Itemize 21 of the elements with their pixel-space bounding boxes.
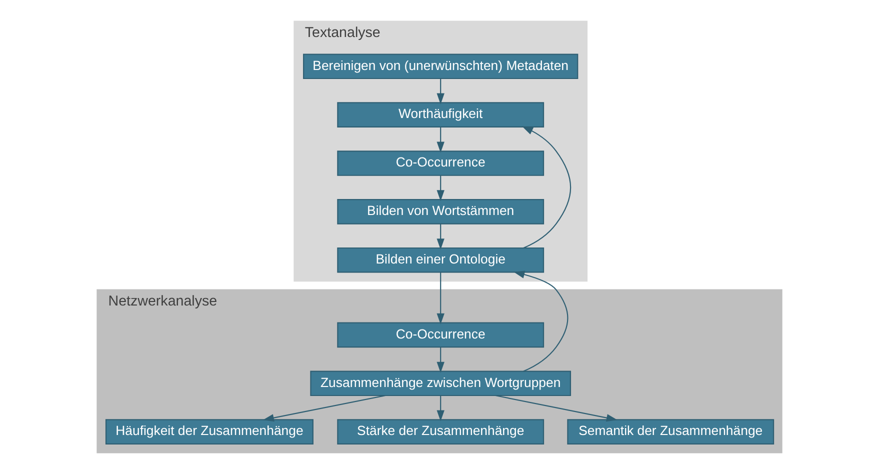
arrow [494, 394, 617, 422]
node-box: Häufigkeit der Zusammenhänge [104, 419, 313, 444]
arrow [436, 272, 444, 324]
arrow [436, 396, 444, 422]
node-box: Bilden einer Ontologie [336, 247, 544, 273]
node-box: Bereinigen von (unerwünschten) Metadaten [302, 54, 578, 80]
node-box: Co-Occurrence [336, 322, 544, 348]
arrow [436, 347, 444, 373]
node-box: Worthäufigkeit [336, 102, 544, 128]
arrow [262, 394, 386, 422]
node-box: Semantik der Zusammenhänge [566, 419, 774, 444]
arrow [436, 176, 444, 202]
arrow [513, 270, 568, 372]
node-box: Bilden von Wortstämmen [336, 199, 544, 224]
node-box: Zusammenhänge zwischen Wortgruppen [310, 370, 571, 396]
arrow [521, 126, 571, 248]
arrow [436, 224, 444, 250]
node-box: Co-Occurrence [336, 150, 544, 176]
node-box: Stärke der Zusammenhänge [336, 419, 544, 444]
arrow [436, 78, 444, 104]
arrow [436, 127, 444, 153]
